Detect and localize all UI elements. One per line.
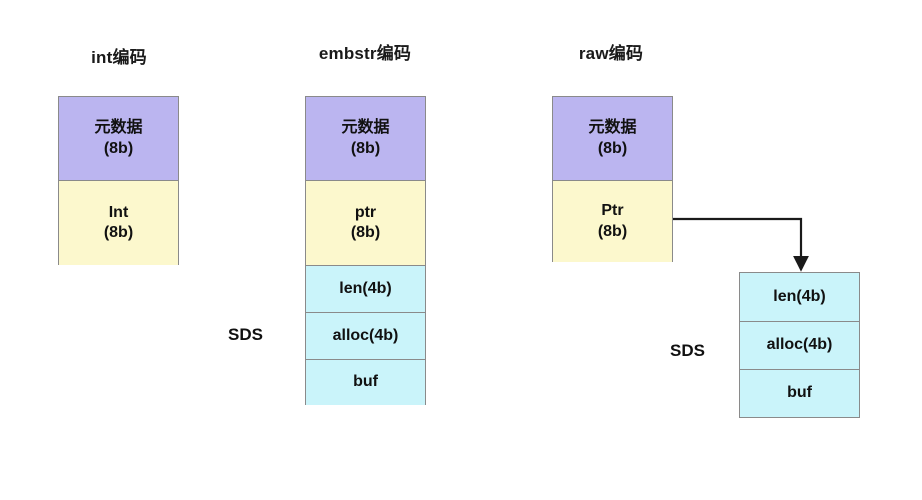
segment-raw-buf: buf: [740, 370, 859, 417]
struct-raw: 元数据 (8b) Ptr (8b): [552, 96, 673, 262]
segment-raw-alloc: alloc(4b): [740, 322, 859, 370]
segment-int-value: Int (8b): [59, 181, 178, 265]
segment-label-line2: (8b): [350, 224, 381, 241]
column-title-embstr: embstr编码: [318, 44, 412, 63]
segment-embstr-alloc: alloc(4b): [306, 313, 425, 360]
segment-embstr-ptr: ptr (8b): [306, 181, 425, 266]
segment-label-line1: ptr: [354, 203, 377, 221]
segment-label-line1: buf: [787, 384, 812, 402]
sds-label-raw: SDS: [670, 341, 705, 360]
segment-raw-ptr: Ptr (8b): [553, 181, 672, 262]
ptr-to-sds-arrow: [673, 217, 809, 272]
segment-embstr-buf: buf: [306, 360, 425, 405]
struct-int: 元数据 (8b) Int (8b): [58, 96, 179, 265]
segment-embstr-metadata: 元数据 (8b): [306, 97, 425, 181]
segment-label-line2: (8b): [597, 222, 628, 240]
segment-label-line2: (8b): [350, 139, 381, 157]
segment-label-line1: Int: [108, 203, 129, 221]
segment-label-line1: len(4b): [339, 279, 392, 297]
sds-label-embstr: SDS: [228, 325, 263, 344]
struct-embstr: 元数据 (8b) ptr (8b) len(4b) alloc(4b) buf: [305, 96, 426, 405]
segment-label-line1: 元数据: [588, 119, 637, 137]
segment-label-line1: alloc(4b): [766, 336, 833, 354]
segment-int-metadata: 元数据 (8b): [59, 97, 178, 181]
segment-label-line2: (8b): [597, 139, 628, 157]
segment-label-line1: Ptr: [601, 202, 624, 220]
segment-label-line2: (8b): [103, 139, 134, 157]
segment-label-line1: 元数据: [94, 119, 143, 137]
segment-label-line1: 元数据: [341, 119, 390, 137]
segment-label-line2: (8b): [103, 224, 134, 241]
segment-label-line1: len(4b): [773, 287, 826, 305]
segment-raw-metadata: 元数据 (8b): [553, 97, 672, 181]
segment-raw-len: len(4b): [740, 273, 859, 322]
segment-embstr-len: len(4b): [306, 266, 425, 313]
column-title-int: int编码: [91, 48, 147, 67]
segment-label-line1: alloc(4b): [332, 326, 399, 344]
column-title-raw: raw编码: [578, 44, 644, 63]
segment-label-line1: buf: [353, 373, 378, 391]
struct-raw-sds: len(4b) alloc(4b) buf: [739, 272, 860, 418]
